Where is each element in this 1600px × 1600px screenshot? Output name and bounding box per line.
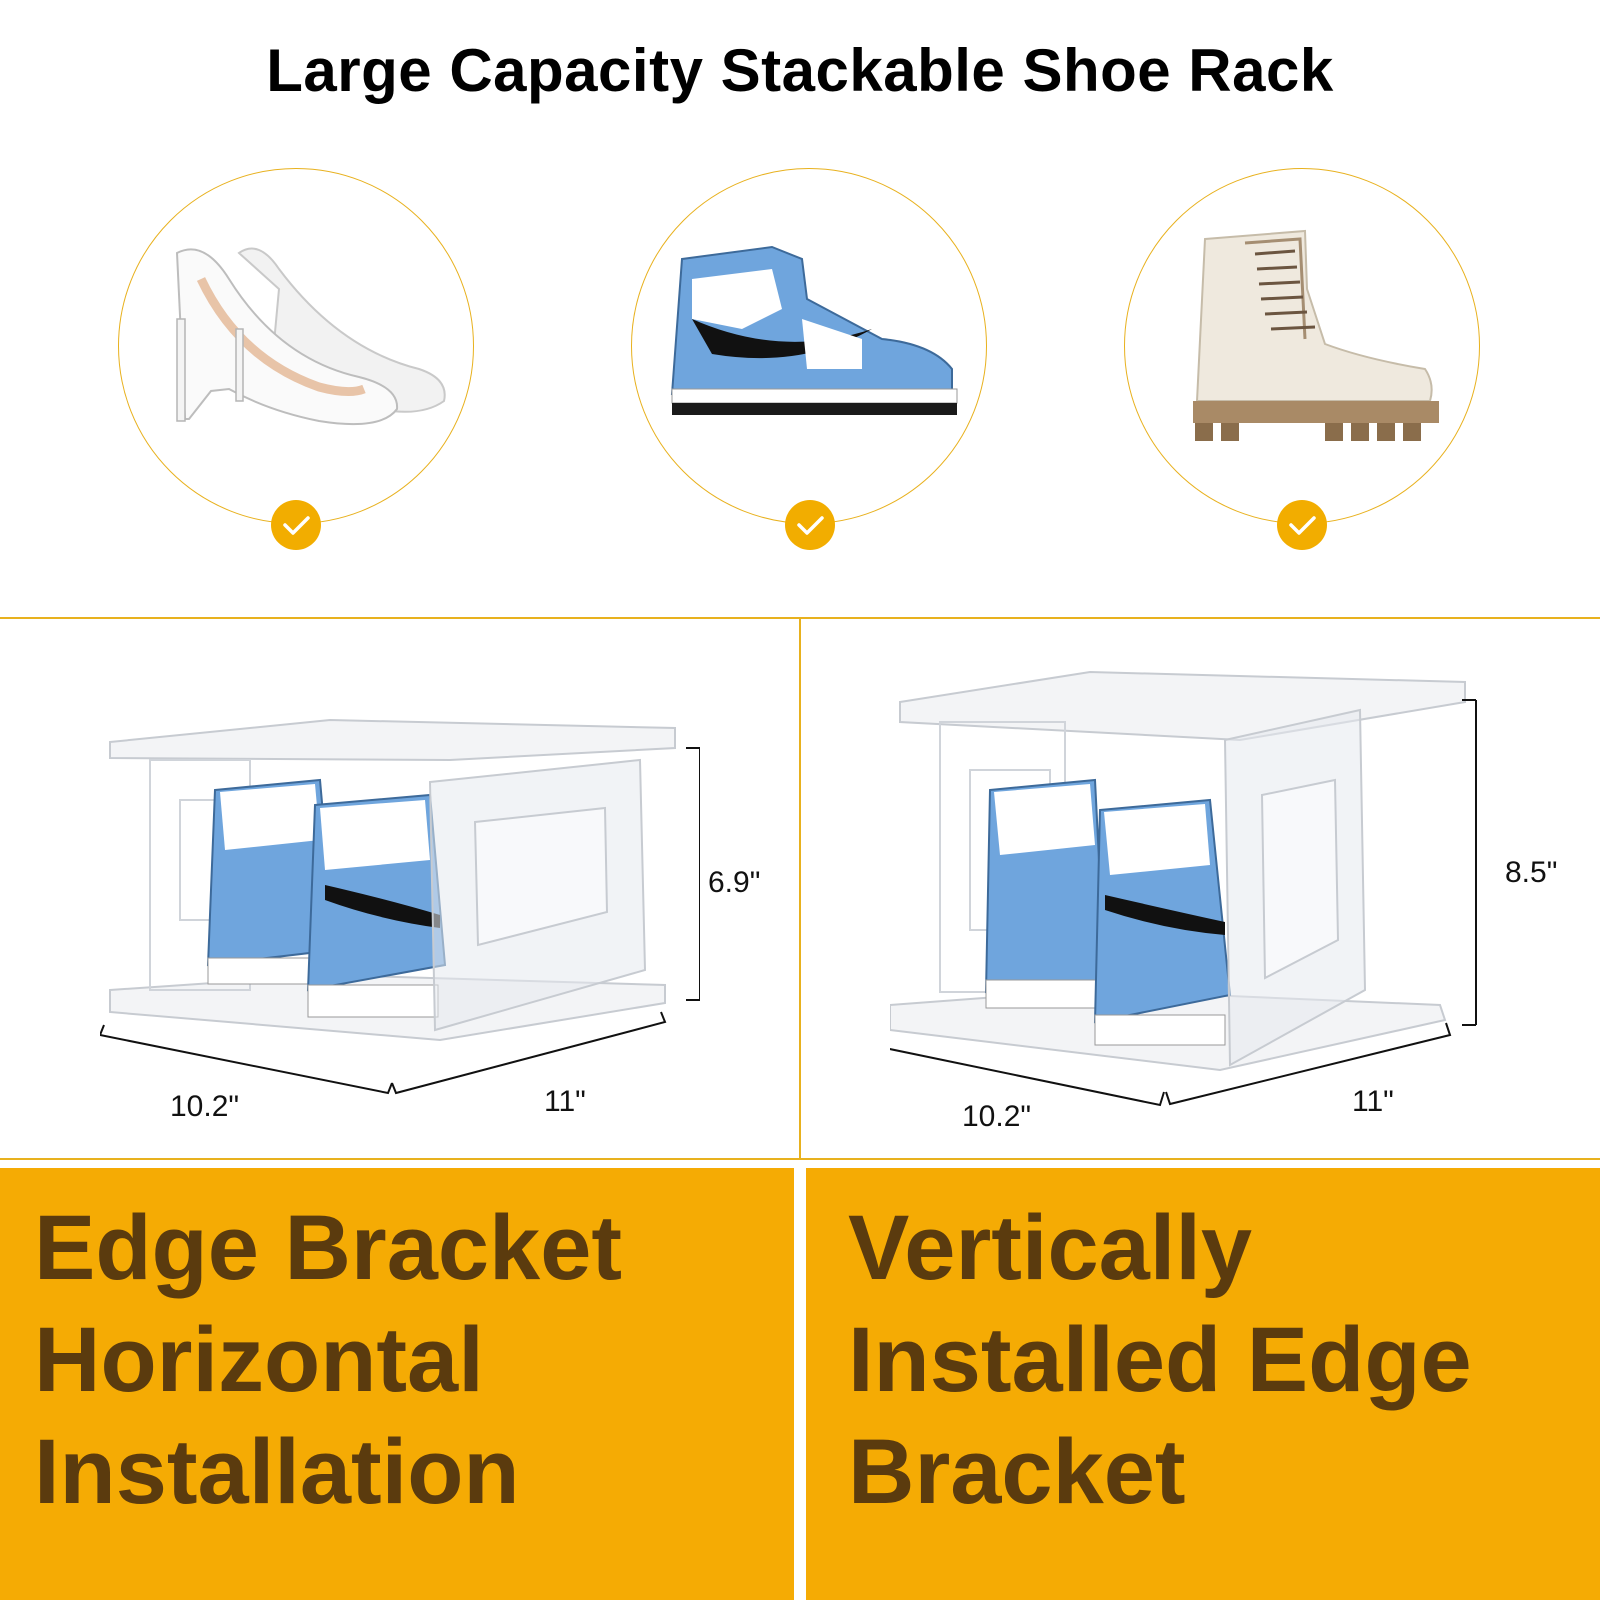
divider-vertical: [799, 617, 801, 1160]
panel-horizontal-installation: Edge Bracket Horizontal Installation: [0, 1168, 794, 1600]
page-title: Large Capacity Stackable Shoe Rack: [266, 37, 1334, 104]
box2-width-label: 11": [1352, 1085, 1394, 1118]
shoe-type-circle-boot: [1124, 168, 1480, 524]
panel-vertical-text: Vertically Installed Edge Bracket: [848, 1197, 1472, 1523]
box2-height-label: 8.5": [1505, 856, 1558, 889]
box2-depth-label: 10.2": [962, 1100, 1032, 1133]
shoe-type-circle-heels: [118, 168, 474, 524]
check-icon: [1277, 500, 1327, 550]
panel-vertical-installation: Vertically Installed Edge Bracket: [806, 1168, 1600, 1600]
high-heel-icon: [175, 247, 446, 426]
shoe-box-vertical-illustration: [890, 670, 1477, 1107]
shoe-type-circle-sneaker: [631, 168, 987, 524]
boot-icon: [1193, 229, 1439, 441]
box1-height-label: 6.9": [708, 866, 761, 899]
box1-depth-label: 10.2": [170, 1090, 240, 1123]
check-icon: [271, 500, 321, 550]
sneaker-icon: [670, 245, 958, 415]
panel-horizontal-text: Edge Bracket Horizontal Installation: [34, 1197, 623, 1523]
box1-width-label: 11": [544, 1085, 586, 1118]
check-icon: [785, 500, 835, 550]
shoe-box-horizontal-illustration: [100, 718, 700, 1095]
